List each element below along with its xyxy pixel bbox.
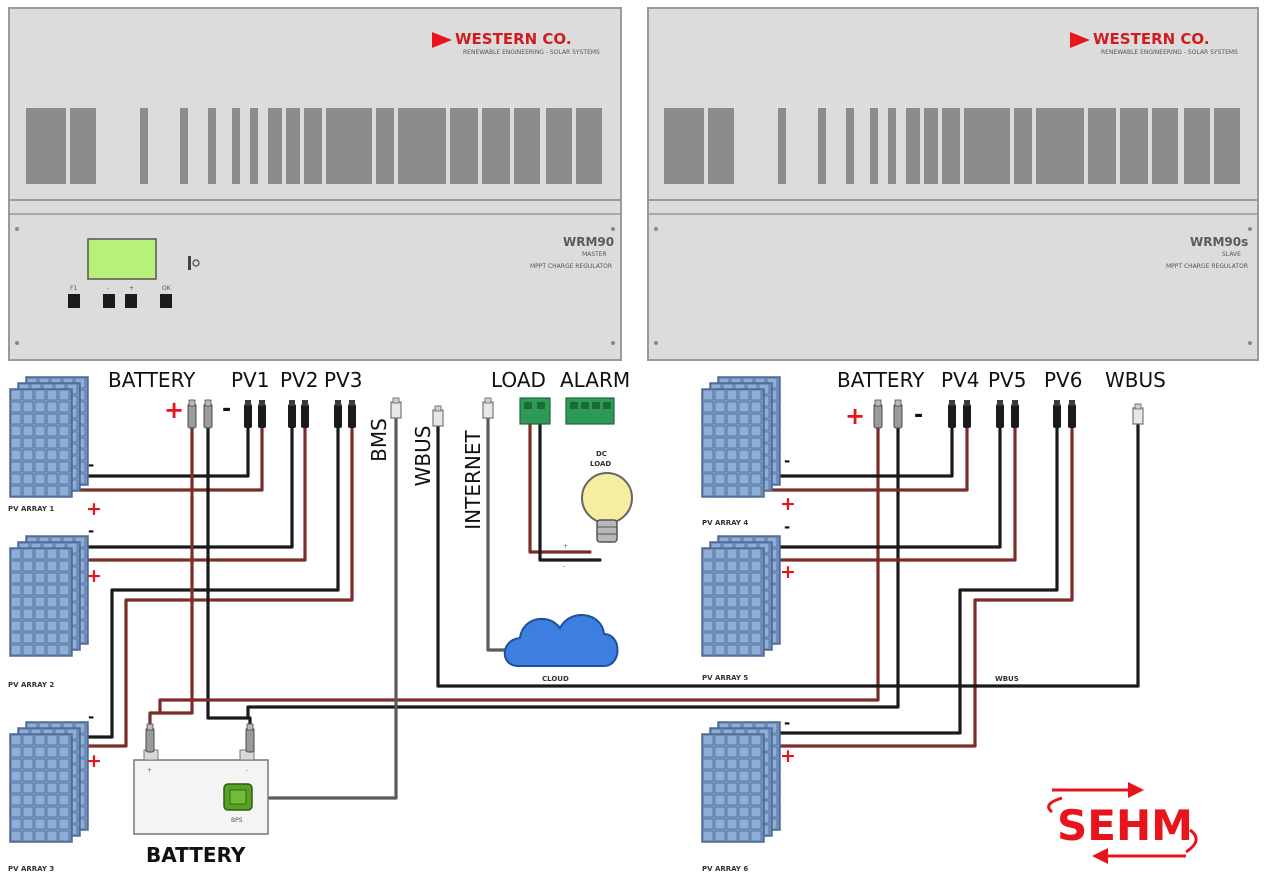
master-connectors xyxy=(187,397,494,429)
svg-text:SEHM: SEHM xyxy=(1057,801,1193,850)
label-internet: INTERNET xyxy=(461,430,485,530)
master-model: WRM90 xyxy=(563,235,614,249)
lcd-display xyxy=(87,238,157,280)
vent-slots xyxy=(664,108,1240,184)
slave-role: SLAVE xyxy=(1222,251,1241,258)
svg-text:-: - xyxy=(784,452,790,470)
svg-text:LOAD: LOAD xyxy=(590,460,611,468)
dc-load-bulb: DC LOAD + - xyxy=(563,450,633,570)
master-terminal-labels: BATTERY PV1 PV2 PV3 LOAD ALARM xyxy=(108,368,630,392)
svg-text:PV ARRAY 4: PV ARRAY 4 xyxy=(702,519,748,527)
svg-text:+: + xyxy=(147,767,152,774)
label-wbus-master: WBUS xyxy=(411,426,435,487)
wbus-wire-label: WBUS xyxy=(995,675,1019,683)
control-button-minus[interactable]: - xyxy=(103,285,115,308)
pv-polarity-signs: - + - + - + - + - + - + xyxy=(86,452,796,772)
svg-text:-: - xyxy=(563,563,565,570)
control-button-ok[interactable]: OK xyxy=(160,285,172,308)
power-switch-icon[interactable] xyxy=(188,256,200,270)
pv-array-1: PV ARRAY 1 xyxy=(8,377,88,513)
control-button-plus[interactable]: + xyxy=(125,285,137,308)
battery-terminal-signs: + - + - xyxy=(164,396,923,430)
label-pv4: PV4 xyxy=(941,368,979,392)
slave-regulator: WESTERN CO. RENEWABLE ENGINEERING - SOLA… xyxy=(647,7,1259,361)
svg-text:BPS: BPS xyxy=(231,817,243,824)
svg-text:+: + xyxy=(86,750,102,772)
svg-text:CLOUD: CLOUD xyxy=(542,675,569,683)
label-pv3: PV3 xyxy=(324,368,362,392)
brand-logo: WESTERN CO. RENEWABLE ENGINEERING - SOLA… xyxy=(1070,30,1238,56)
pv-array-4: PV ARRAY 4 xyxy=(702,377,780,527)
label-alarm: ALARM xyxy=(560,368,630,392)
svg-text:+: + xyxy=(129,285,134,292)
slave-model: WRM90s xyxy=(1190,235,1248,249)
master-description: MPPT CHARGE REGULATOR xyxy=(530,263,612,270)
svg-text:-: - xyxy=(88,708,94,726)
svg-text:OK: OK xyxy=(162,285,172,292)
svg-text:-: - xyxy=(246,767,248,774)
pv-array-5: PV ARRAY 5 xyxy=(702,536,780,682)
svg-text:+: + xyxy=(780,493,796,515)
label-battery-master: BATTERY xyxy=(108,368,196,392)
svg-text:+: + xyxy=(164,396,184,424)
svg-text:+: + xyxy=(563,543,568,550)
wiring xyxy=(78,416,1140,800)
label-load: LOAD xyxy=(491,368,546,392)
label-bms: BMS xyxy=(367,418,391,462)
label-wbus-slave: WBUS xyxy=(1105,368,1166,392)
svg-text:PV ARRAY 1: PV ARRAY 1 xyxy=(8,505,54,513)
svg-text:-: - xyxy=(88,522,94,540)
svg-text:+: + xyxy=(780,561,796,583)
svg-text:+: + xyxy=(845,402,865,430)
battery-label: BATTERY xyxy=(146,843,246,867)
svg-text:-: - xyxy=(107,285,109,292)
master-regulator: WESTERN CO. RENEWABLE ENGINEERING - SOLA… xyxy=(8,7,622,361)
label-pv2: PV2 xyxy=(280,368,318,392)
master-role: MASTER xyxy=(582,251,607,258)
battery-box: + - BPS BATTERY xyxy=(133,723,269,867)
svg-text:PV ARRAY 2: PV ARRAY 2 xyxy=(8,681,54,689)
svg-text:-: - xyxy=(914,403,923,428)
svg-text:-: - xyxy=(784,714,790,732)
svg-text:WESTERN CO.: WESTERN CO. xyxy=(1093,30,1210,48)
svg-text:-: - xyxy=(784,518,790,536)
svg-text:+: + xyxy=(780,745,796,767)
pv-array-3: PV ARRAY 3 xyxy=(8,722,88,873)
bps-chip-icon xyxy=(223,783,253,811)
svg-text:+: + xyxy=(86,565,102,587)
svg-text:RENEWABLE ENGINEERING - SOLAR: RENEWABLE ENGINEERING - SOLAR SYSTEMS xyxy=(463,49,600,56)
control-button-f1[interactable]: F1 xyxy=(68,285,80,308)
label-pv1: PV1 xyxy=(231,368,269,392)
alarm-terminal-block xyxy=(565,397,615,425)
svg-text:-: - xyxy=(222,397,231,422)
cloud-icon: CLOUD xyxy=(503,614,619,683)
pv-array-6: PV ARRAY 6 xyxy=(702,722,780,873)
slave-terminal-labels: BATTERY PV4 PV5 PV6 WBUS xyxy=(837,368,1166,392)
label-pv6: PV6 xyxy=(1044,368,1082,392)
svg-text:WESTERN CO.: WESTERN CO. xyxy=(455,30,572,48)
svg-text:F1: F1 xyxy=(70,285,77,292)
label-battery-slave: BATTERY xyxy=(837,368,925,392)
svg-text:RENEWABLE ENGINEERING - SOLAR: RENEWABLE ENGINEERING - SOLAR SYSTEMS xyxy=(1101,49,1238,56)
svg-text:+: + xyxy=(86,498,102,520)
sehm-logo: SEHM xyxy=(1047,782,1198,864)
svg-text:PV ARRAY 3: PV ARRAY 3 xyxy=(8,865,54,873)
slave-description: MPPT CHARGE REGULATOR xyxy=(1166,263,1248,270)
pv-array-2: PV ARRAY 2 xyxy=(8,536,88,689)
label-pv5: PV5 xyxy=(988,368,1026,392)
svg-text:PV ARRAY 5: PV ARRAY 5 xyxy=(702,674,748,682)
vent-slots xyxy=(26,108,602,184)
svg-text:-: - xyxy=(88,456,94,474)
svg-text:PV ARRAY 6: PV ARRAY 6 xyxy=(702,865,748,873)
svg-text:DC: DC xyxy=(596,450,607,458)
brand-logo: WESTERN CO. RENEWABLE ENGINEERING - SOLA… xyxy=(432,30,600,56)
load-terminal-block xyxy=(519,397,551,425)
